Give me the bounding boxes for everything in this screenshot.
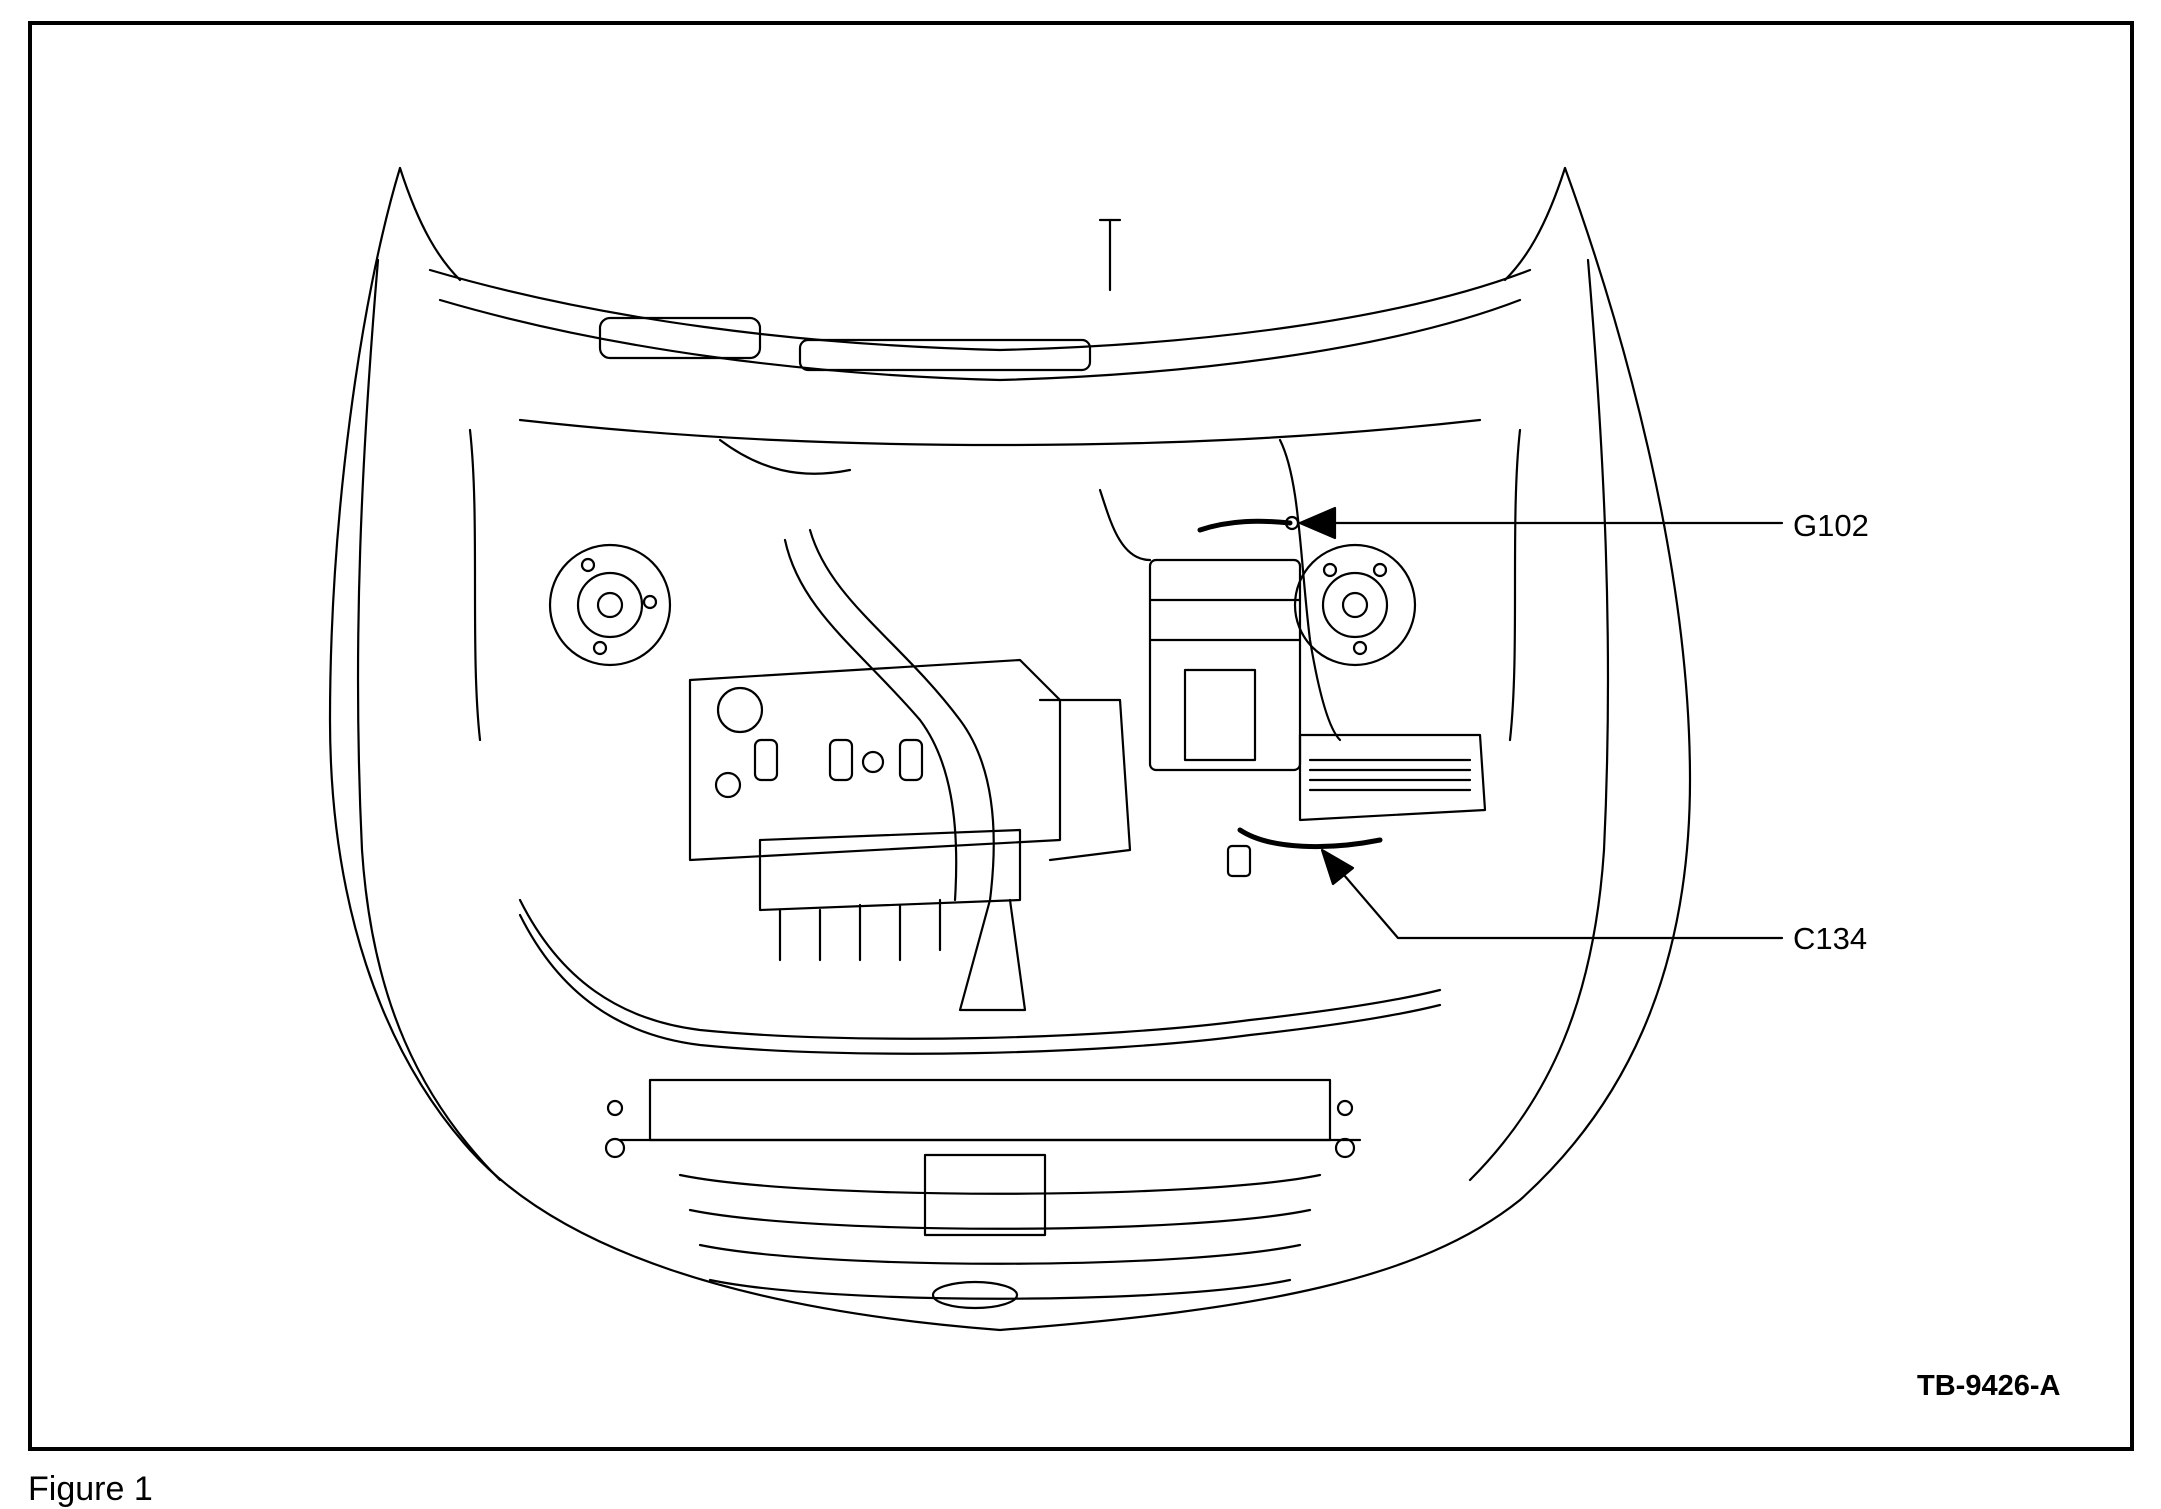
- left-strut-tower: [548, 543, 672, 667]
- c134-leader-arrow: [1320, 848, 1784, 940]
- figure-frame: [28, 21, 2134, 1451]
- wiring-harness: [468, 428, 1522, 1055]
- c134-connector: [1226, 827, 1383, 878]
- figure-caption: Figure 1: [28, 1470, 153, 1508]
- g102-ground-strap: [1197, 515, 1300, 533]
- figure-reference-code: TB-9426-A: [1917, 1370, 2061, 1402]
- g102-leader-arrow: [1298, 506, 1784, 540]
- cowl-panel: [428, 218, 1532, 447]
- battery-box: [1148, 558, 1302, 772]
- radiator-support: [604, 1078, 1362, 1310]
- right-strut-tower: [1293, 543, 1417, 667]
- junction-box: [1298, 733, 1487, 822]
- engine: [688, 528, 1132, 1012]
- callout-g102-label: G102: [1793, 508, 1869, 543]
- hood-outline: [328, 166, 1692, 1332]
- callout-c134-label: C134: [1793, 921, 1868, 956]
